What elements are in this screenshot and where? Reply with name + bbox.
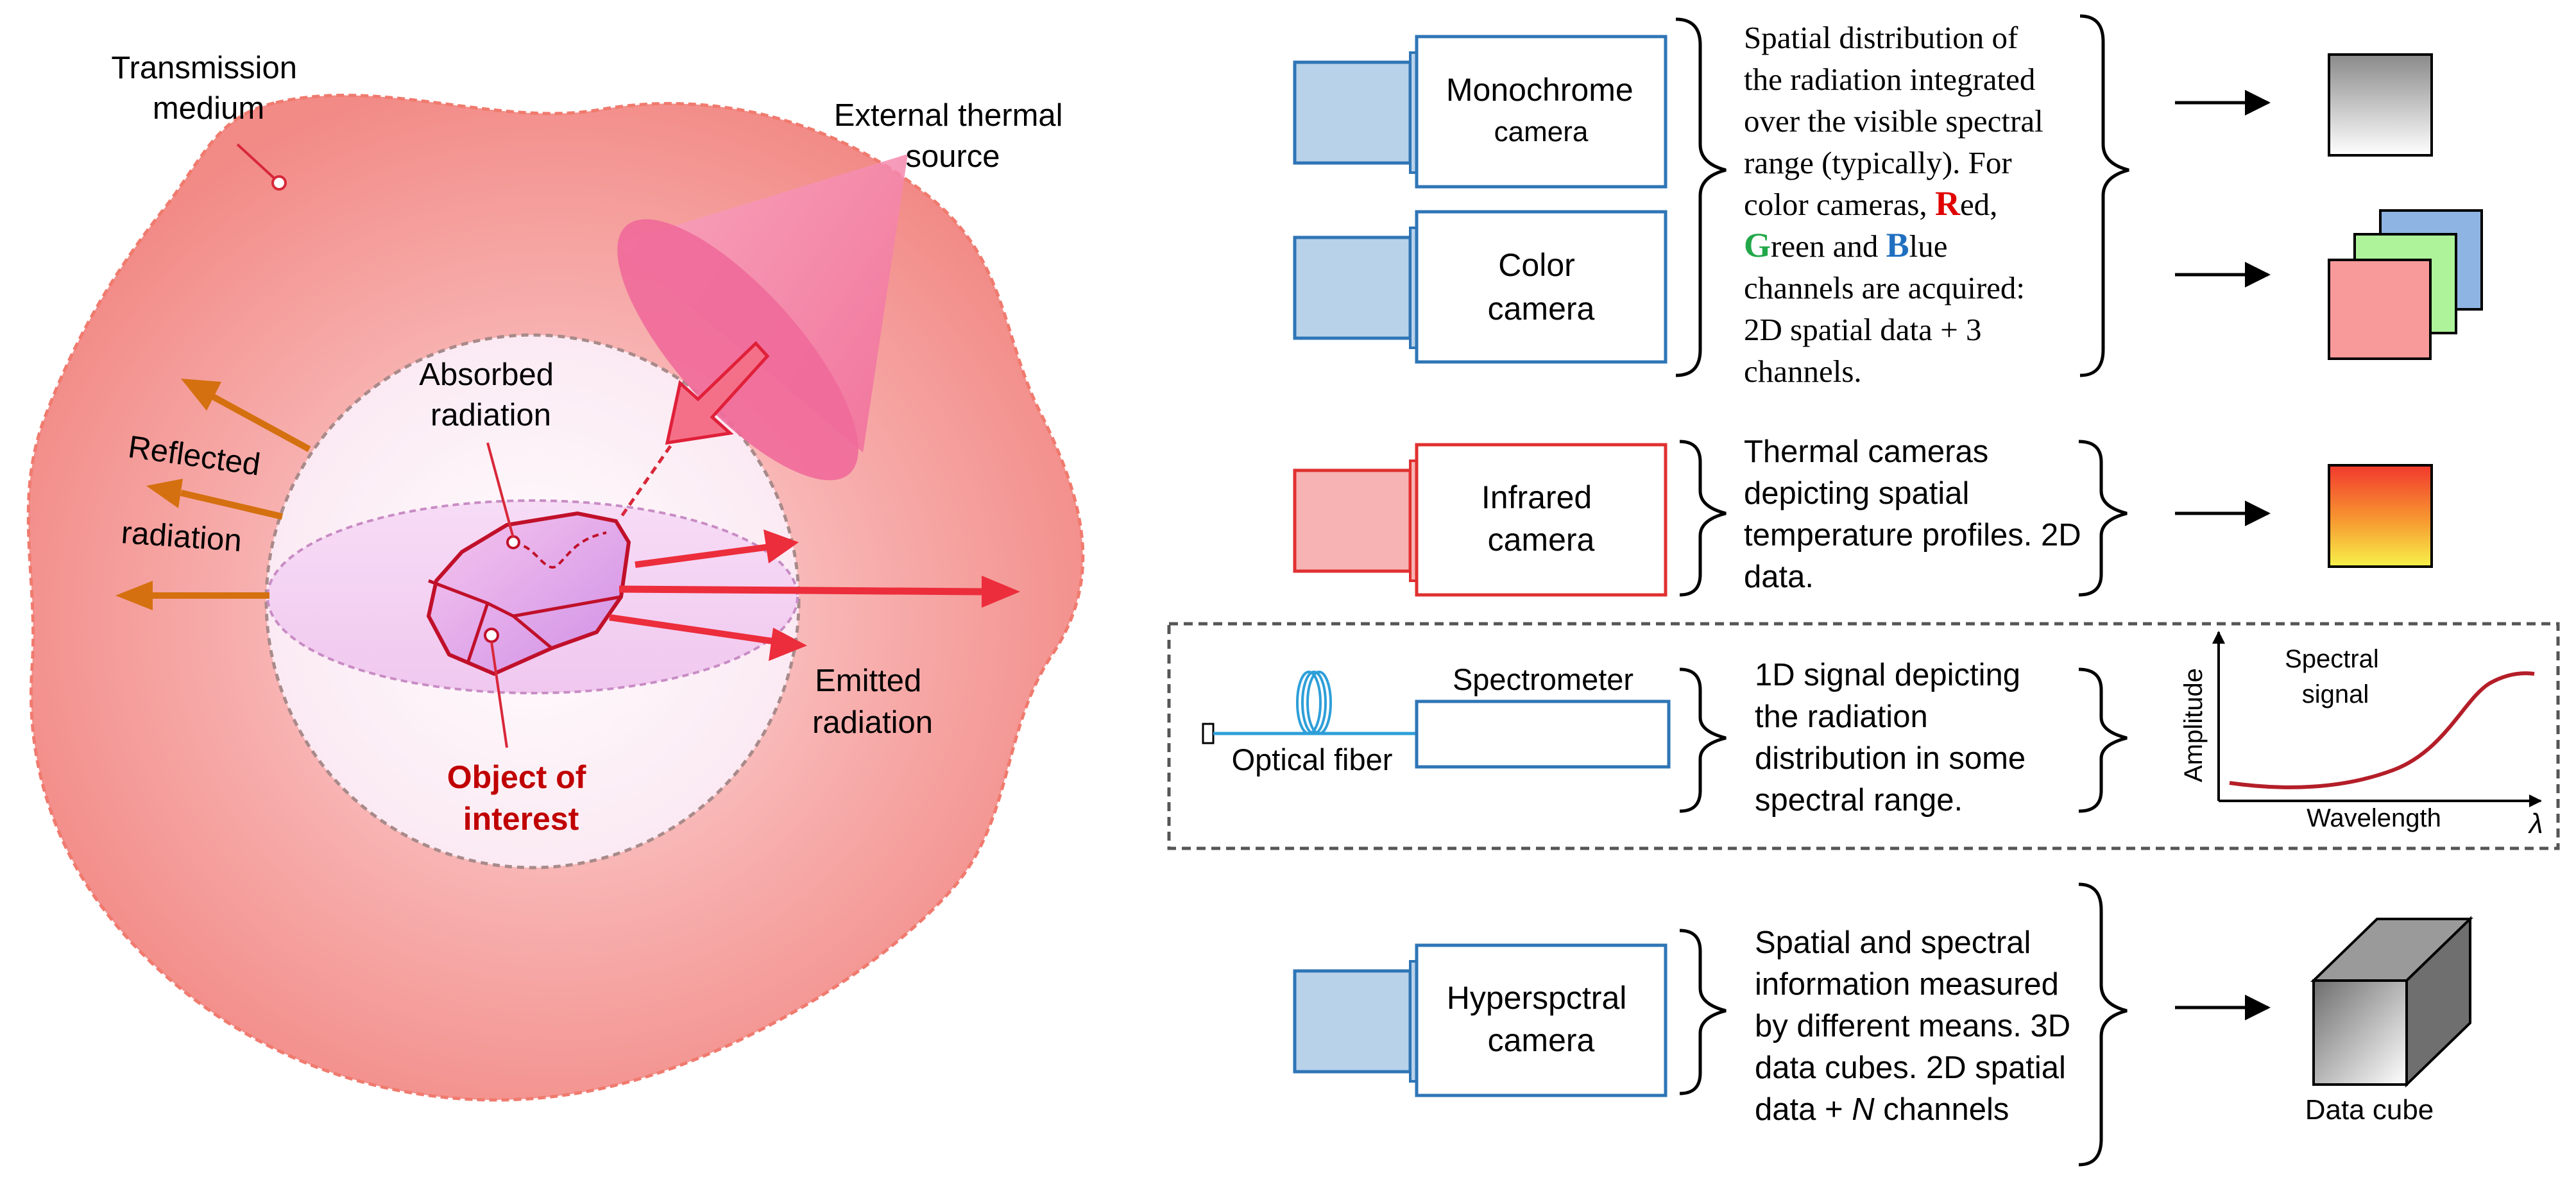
visible-description: Spatial distribution of the radiation in… xyxy=(1744,20,2051,389)
medium-pointer xyxy=(236,143,278,182)
fiber-coil xyxy=(1296,671,1332,735)
absorbed-label: Absorbed radiation xyxy=(419,357,562,433)
reflected-label-line2: radiation xyxy=(120,515,243,558)
object-of-interest xyxy=(426,511,631,676)
spectral-curve xyxy=(2229,671,2535,789)
incident-arrow xyxy=(665,341,770,445)
external-source-label: External thermal source xyxy=(834,98,1071,174)
spectrometer-box xyxy=(1167,622,2560,850)
object-pointer xyxy=(490,641,508,748)
infrared-camera: Infrared camera xyxy=(1293,443,1668,597)
emitted-label: Emitted radiation xyxy=(812,664,933,740)
grayscale-image-icon xyxy=(2328,53,2433,157)
left-panel: Transmission medium External thermal sou… xyxy=(26,51,1085,1102)
plot-title: Spectral signal xyxy=(2285,645,2386,708)
transmission-medium-label: Transmission medium xyxy=(111,51,305,126)
bracket-infrared xyxy=(1679,440,1727,597)
rgb-channels-icon xyxy=(2328,209,2483,360)
thermal-image-icon xyxy=(2328,464,2433,568)
bracket-spectrometer-right xyxy=(2078,667,2128,813)
svg-text:Infrared camera: Infrared camera xyxy=(1481,479,1601,558)
right-panel: Monochrome camera Color camera Spatial d… xyxy=(1167,14,2560,1167)
optical-fiber-label: Optical fiber xyxy=(1232,742,1393,776)
reflected-arrows xyxy=(115,379,311,610)
emitted-arrows xyxy=(609,529,1020,661)
bracket-visible-right xyxy=(2079,14,2129,377)
object-label: Object of interest xyxy=(447,759,595,837)
plot-xlabel: Wavelength xyxy=(2307,804,2441,832)
plot-lambda: λ xyxy=(2528,808,2543,839)
external-source-cone xyxy=(616,154,908,481)
bracket-hyperspectral-right xyxy=(2078,882,2128,1167)
bracket-hyperspectral xyxy=(1679,929,1727,1095)
spectral-signal-plot: Spectral signal Amplitude Wavelength λ xyxy=(2179,631,2543,839)
svg-text:Hyperspctral camera: Hyperspctral camera xyxy=(1447,980,1636,1058)
spectrometer-label: Spectrometer xyxy=(1453,662,1633,696)
monochrome-camera: Monochrome camera xyxy=(1293,35,1668,189)
svg-text:Color camera: Color camera xyxy=(1488,247,1595,327)
infrared-description: Thermal cameras depicting spatial temper… xyxy=(1744,434,2090,594)
data-cube-label: Data cube xyxy=(2305,1094,2434,1126)
spectrometer-description: 1D signal depicting the radiation distri… xyxy=(1755,658,2034,818)
data-cube-icon xyxy=(2310,916,2473,1088)
spectrometer-setup: Spectrometer Optical fiber xyxy=(1202,662,1671,776)
bracket-infrared-right xyxy=(2078,440,2128,597)
hyperspectral-camera: Hyperspctral camera xyxy=(1293,943,1668,1097)
bracket-spectrometer xyxy=(1679,667,1727,813)
bracket-visible xyxy=(1675,17,1727,377)
absorbed-path xyxy=(617,445,672,521)
svg-text:Monochrome camera: Monochrome camera xyxy=(1446,72,1636,148)
plot-ylabel: Amplitude xyxy=(2179,668,2208,782)
absorbed-pointer xyxy=(486,442,515,538)
color-camera: Color camera xyxy=(1293,210,1668,364)
hyperspectral-description: Spatial and spectral information measure… xyxy=(1755,925,2079,1127)
